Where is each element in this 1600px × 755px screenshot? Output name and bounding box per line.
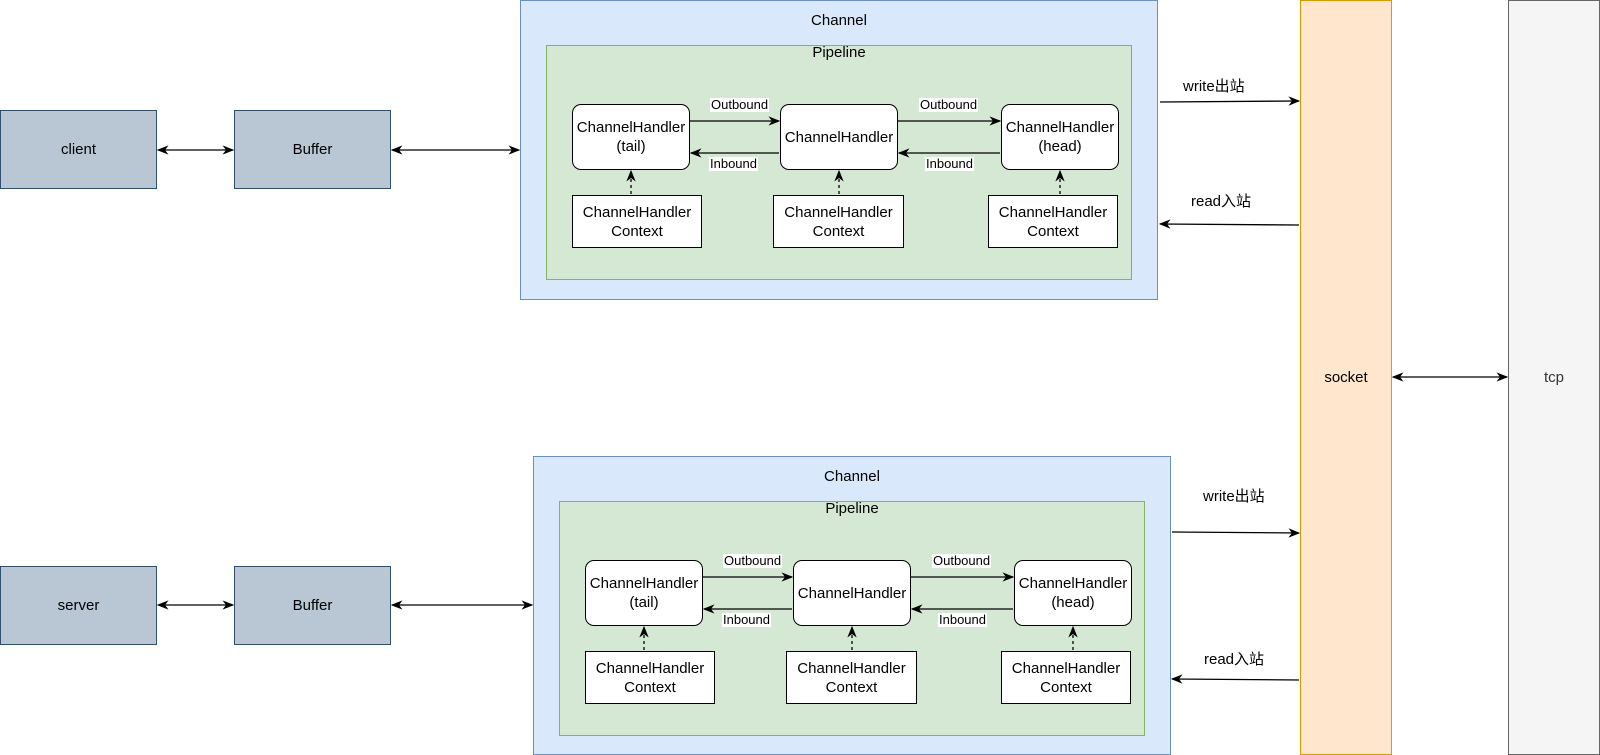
tcp-label: tcp [1543,369,1564,386]
client-pipeline-title: Pipeline [812,44,866,61]
server-buffer-box: Buffer [234,566,391,645]
client-handler-tail: ChannelHandler (tail) [572,104,690,170]
client-write-label: write出站 [1183,78,1245,95]
client-handler-mid: ChannelHandler [780,104,898,170]
server-handler-mid: ChannelHandler [793,560,911,626]
client-inbound-label-2: Inbound [925,156,974,171]
client-buffer-label: Buffer [292,141,333,158]
socket-label: socket [1324,369,1368,386]
client-context-head-label: ChannelHandler Context [998,203,1108,240]
server-channel-title: Channel [824,468,880,485]
client-context-mid-label: ChannelHandler Context [784,203,893,240]
server-context-head: ChannelHandler Context [1001,651,1131,704]
client-buffer-box: Buffer [234,110,391,189]
server-write-arrow [1171,528,1301,538]
server-box: server [0,566,157,645]
server-context-head-label: ChannelHandler Context [1011,659,1121,696]
server-context-tail-label: ChannelHandler Context [595,659,705,696]
client-outbound-label-2: Outbound [919,97,979,112]
server-handler-tail: ChannelHandler (tail) [585,560,703,626]
client-context-tail-label: ChannelHandler Context [582,203,692,240]
client-label: client [60,141,97,158]
client-context-mid: ChannelHandler Context [773,195,904,248]
client-box: client [0,110,157,189]
tcp-box: tcp [1508,0,1600,755]
server-handler-head-label: ChannelHandler (head) [1018,575,1128,611]
client-context-head: ChannelHandler Context [988,195,1118,248]
client-read-arrow [1158,219,1300,229]
server-outbound-label-1: Outbound [723,553,783,568]
client-handler-head-label: ChannelHandler (head) [1005,119,1115,155]
client-handler-tail-label: ChannelHandler (tail) [576,119,686,155]
client-outbound-label-1: Outbound [710,97,770,112]
server-pipeline-title: Pipeline [825,500,879,517]
socket-box: socket [1300,0,1392,755]
server-read-label: read入站 [1204,651,1265,668]
server-outbound-label-2: Outbound [932,553,992,568]
client-read-label: read入站 [1191,193,1252,210]
client-inbound-label-1: Inbound [709,156,758,171]
client-channel-title: Channel [811,12,867,29]
client-write-arrow [1159,96,1301,106]
server-context-mid-label: ChannelHandler Context [797,659,906,696]
server-context-mid: ChannelHandler Context [786,651,917,704]
client-handler-head: ChannelHandler (head) [1001,104,1119,170]
server-label: server [57,597,100,614]
client-context-tail: ChannelHandler Context [572,195,702,248]
server-write-label: write出站 [1203,488,1265,505]
server-buffer-label: Buffer [292,597,333,614]
server-handler-head: ChannelHandler (head) [1014,560,1132,626]
server-handler-mid-label: ChannelHandler [797,584,907,602]
client-handler-mid-label: ChannelHandler [784,128,894,146]
server-handler-tail-label: ChannelHandler (tail) [589,575,699,611]
server-read-arrow [1170,674,1300,684]
server-context-tail: ChannelHandler Context [585,651,715,704]
server-inbound-label-1: Inbound [722,612,771,627]
server-inbound-label-2: Inbound [938,612,987,627]
